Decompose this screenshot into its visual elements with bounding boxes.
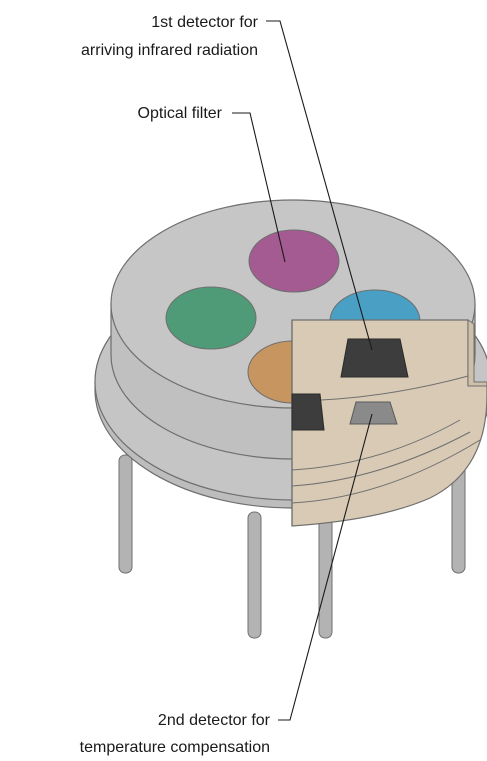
detector2-leader xyxy=(278,413,373,721)
cutaway-side xyxy=(467,319,487,387)
optical-filter-label: Optical filter xyxy=(138,105,223,122)
callout-detector2: 2nd detector for temperature compensatio… xyxy=(80,413,373,756)
detectors xyxy=(291,338,409,431)
detector2-label-line2: temperature compensation xyxy=(80,739,270,756)
detector-secondary xyxy=(349,401,398,425)
detector1-leader xyxy=(266,20,373,351)
window-purple xyxy=(248,229,340,293)
window-green xyxy=(165,286,257,350)
cutaway-ledge-4 xyxy=(291,439,481,504)
cutaway-ledge-2 xyxy=(291,419,461,471)
detector2-label-line1: 2nd detector for xyxy=(158,712,271,729)
pin-back-left xyxy=(118,454,133,574)
detector-primary xyxy=(340,338,409,378)
sensor-pins xyxy=(118,454,466,639)
callout-optical-filter: Optical filter xyxy=(138,105,286,263)
detector1-label-line1: 1st detector for xyxy=(151,14,258,31)
cutaway-ledge-3 xyxy=(291,431,471,487)
optical-filter-leader xyxy=(232,112,286,263)
pin-front-right xyxy=(318,511,333,639)
pin-front-left xyxy=(247,511,262,639)
detector1-label-line2: arriving infrared radiation xyxy=(81,42,258,59)
callout-detector1: 1st detector for arriving infrared radia… xyxy=(81,14,373,351)
detector-side-block xyxy=(291,393,325,431)
